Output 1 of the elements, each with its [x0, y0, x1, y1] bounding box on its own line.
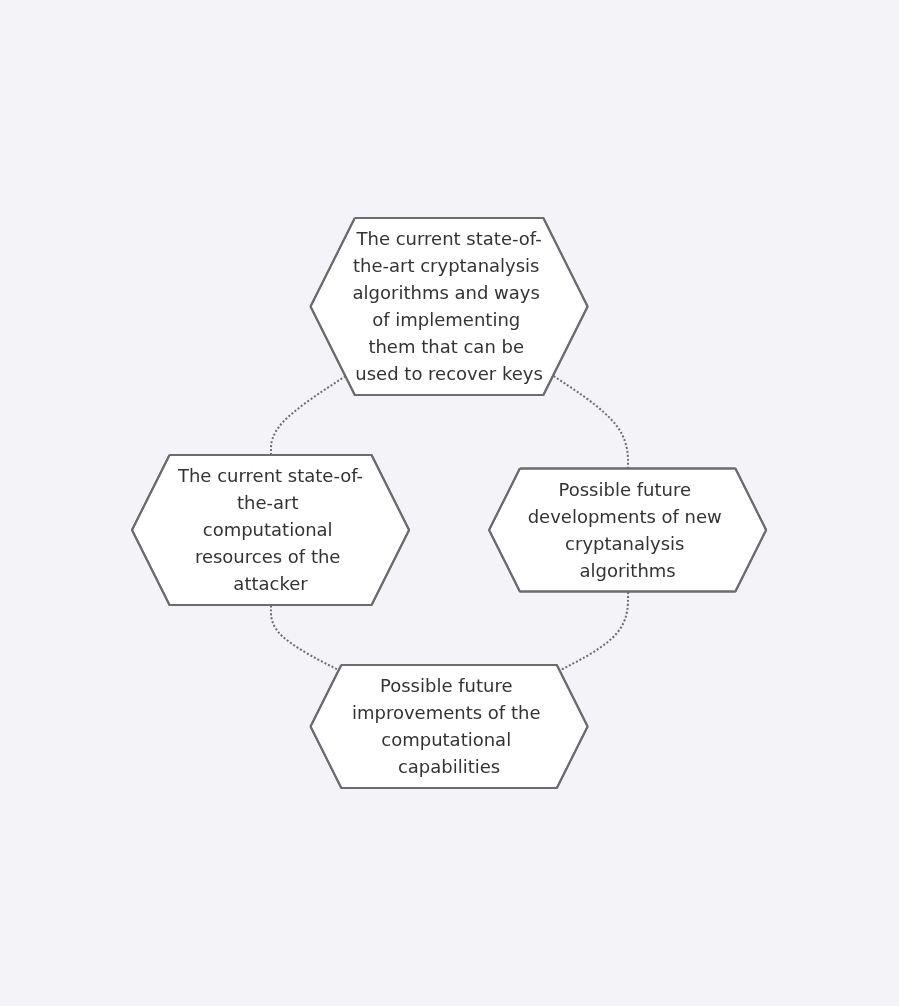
- connector: [559, 591, 630, 672]
